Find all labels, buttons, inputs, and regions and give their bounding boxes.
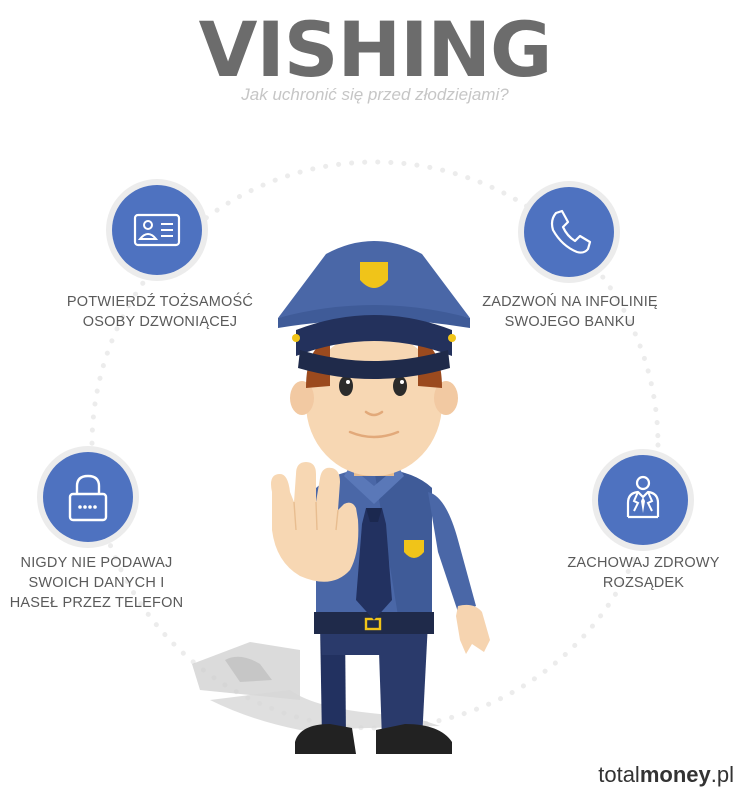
brand-suffix: .pl [710,762,734,787]
tip-never-share-data: NIGDY NIE PODAWAJ SWOICH DANYCH I HASEŁ … [4,553,189,613]
id-card-icon-circle [112,185,202,275]
brand-logo: totalmoney.pl [598,762,734,788]
tip-line: OSOBY DZWONIĄCEJ [82,314,238,330]
phone-icon-circle [524,187,614,277]
brand-name: money [639,762,711,787]
phone-icon [550,209,592,254]
tip-line: NIGDY NIE PODAWAJ [20,555,173,571]
tip-line: SWOJEGO BANKU [504,314,636,330]
brand-prefix: total [598,762,640,787]
tip-line: ZADZWOŃ NA INFOLINIĘ [482,294,658,310]
businessman-icon-circle [598,455,688,545]
tip-line: ZACHOWAJ ZDROWY [567,555,720,571]
tip-line: ROZSĄDEK [602,575,685,591]
tip-call-bank: ZADZWOŃ NA INFOLINIĘ SWOJEGO BANKU [470,292,670,332]
tip-line: POTWIERDŹ TOŻSAMOŚĆ [66,294,254,310]
page-title: VISHING [198,5,553,94]
tip-stay-sensible: ZACHOWAJ ZDROWY ROZSĄDEK [551,553,736,593]
lock-icon [68,474,108,522]
page-subtitle: Jak uchronić się przed złodziejami? [241,85,509,104]
id-card-icon [133,213,181,247]
tip-line: HASEŁ PRZEZ TELEFON [9,595,184,611]
tip-line: SWOICH DANYCH I [28,575,165,591]
tip-verify-identity: POTWIERDŹ TOŻSAMOŚĆ OSOBY DZWONIĄCEJ [40,292,280,332]
businessman-icon [626,475,660,519]
lock-icon-circle [43,452,133,542]
